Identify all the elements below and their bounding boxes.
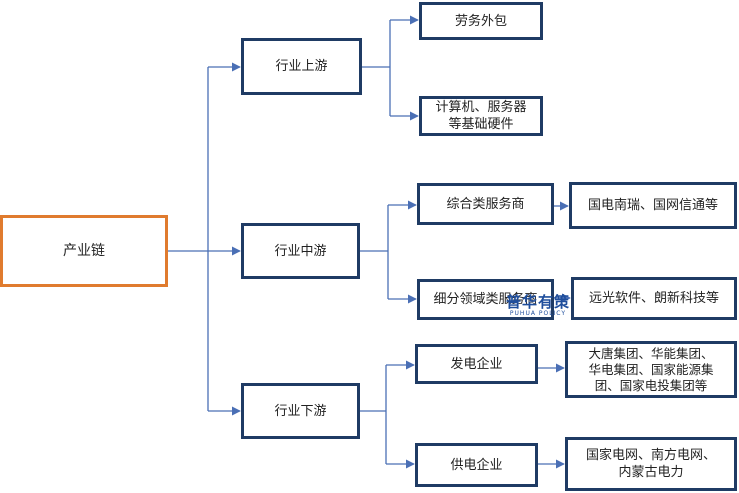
root-node: 产业链 — [0, 215, 168, 287]
node-hardware: 计算机、服务器 等基础硬件 — [419, 96, 543, 136]
node-power-supply: 供电企业 — [415, 443, 538, 487]
node-companies-integrated: 国电南瑞、国网信通等 — [569, 182, 737, 229]
node-upstream: 行业上游 — [241, 38, 362, 95]
node-midstream: 行业中游 — [241, 223, 360, 279]
node-integrated-providers: 综合类服务商 — [417, 183, 554, 225]
node-labor-outsourcing: 劳务外包 — [419, 2, 543, 40]
node-downstream: 行业下游 — [241, 383, 360, 439]
node-companies-supply: 国家电网、南方电网、 内蒙古电力 — [565, 437, 737, 491]
node-power-generation: 发电企业 — [415, 344, 538, 384]
node-niche-providers: 细分领域类服务商 — [417, 279, 554, 320]
node-companies-generation: 大唐集团、华能集团、 华电集团、国家能源集 团、国家电投集团等 — [565, 341, 737, 398]
node-companies-niche: 远光软件、朗新科技等 — [571, 277, 737, 320]
